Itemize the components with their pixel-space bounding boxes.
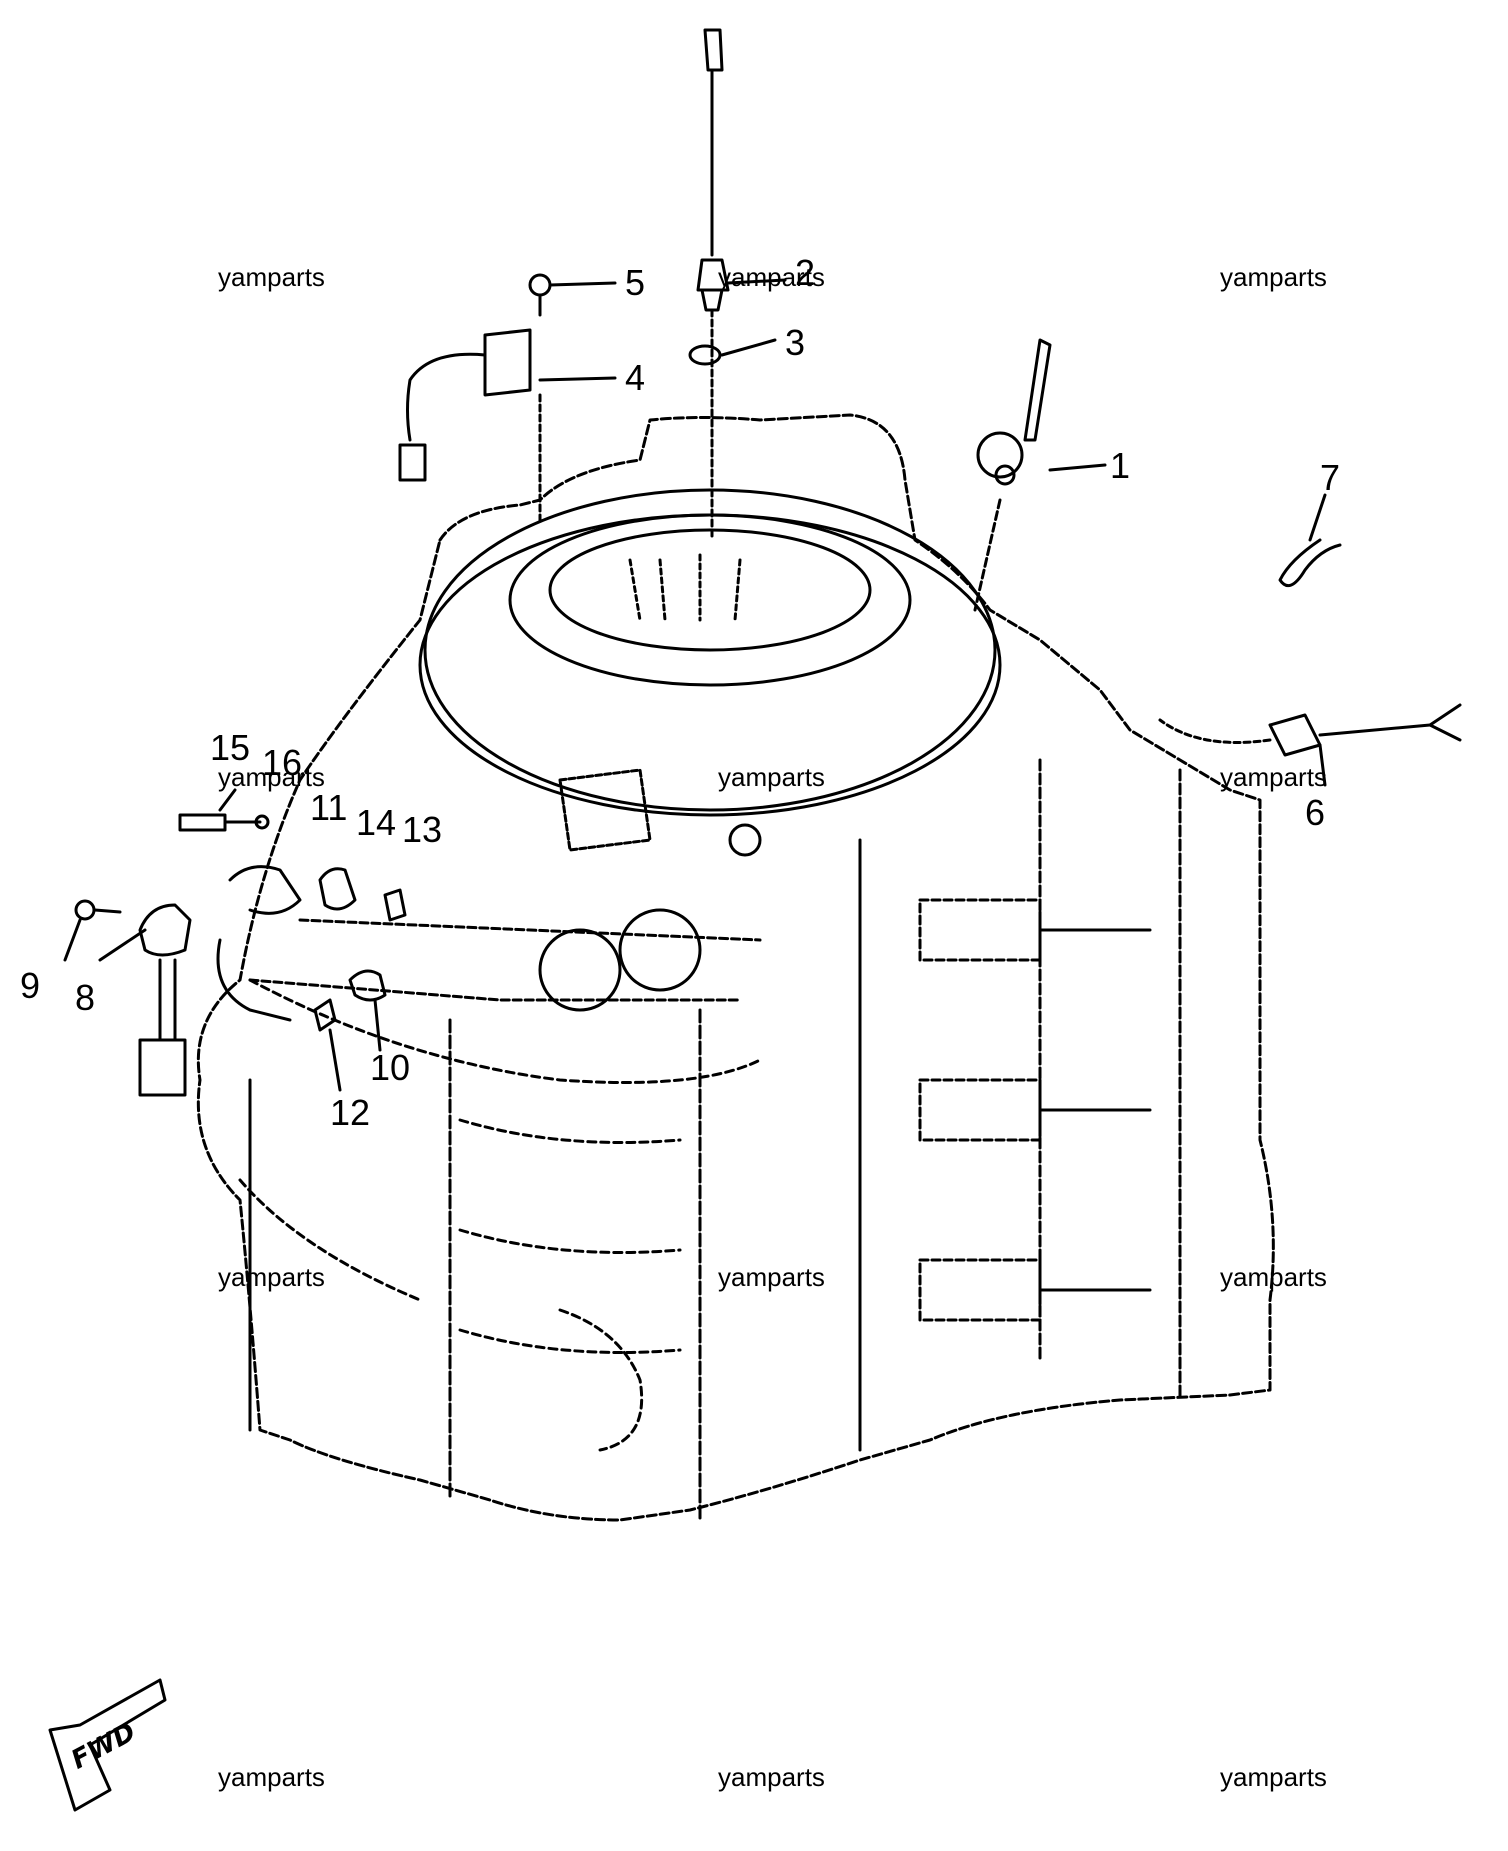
- callout-8: 8: [75, 977, 95, 1018]
- watermark: yamparts: [1220, 762, 1327, 792]
- part-5-screw: [528, 273, 552, 317]
- callout-16: 16: [262, 742, 302, 783]
- callout-13: 13: [402, 809, 442, 850]
- callout-11: 11: [310, 787, 347, 828]
- watermark: yamparts: [718, 262, 825, 292]
- flywheel-cover: [418, 488, 1002, 817]
- watermark: yamparts: [1220, 1262, 1327, 1292]
- callout-14: 14: [356, 802, 396, 843]
- watermark: yamparts: [718, 762, 825, 792]
- callout-3: 3: [785, 322, 805, 363]
- part-12-pin: [313, 998, 337, 1032]
- part-3-washer: [688, 344, 722, 366]
- callout-5: 5: [625, 262, 645, 303]
- part-10-clamp: [348, 969, 387, 1002]
- callout-4: 4: [625, 357, 645, 398]
- watermark: yamparts: [1220, 262, 1327, 292]
- watermark: yamparts: [218, 262, 325, 292]
- watermark: yamparts: [718, 1262, 825, 1292]
- engine-block: [196, 413, 1275, 1522]
- leader-lines: [63, 278, 1327, 1092]
- callout-7: 7: [1320, 457, 1340, 498]
- callout-9: 9: [20, 965, 40, 1006]
- part-1-sensor: [973, 338, 1052, 612]
- part-8-lead: [158, 958, 177, 1042]
- fwd-arrow: [48, 1678, 167, 1812]
- part-16-washer: [254, 814, 270, 830]
- carb-body: [538, 928, 622, 1012]
- callout-6: 6: [1305, 792, 1325, 833]
- watermark: yamparts: [1220, 1762, 1327, 1792]
- linkage-rod: [216, 938, 292, 1022]
- callout-numbers: 1 2 3 4 5 6 7 8 9 10 11 12 13 14 15 16 F…: [20, 252, 1340, 1776]
- part-7-clip: [1278, 538, 1342, 588]
- part-14-bushing: [318, 867, 357, 911]
- callout-15: 15: [210, 727, 250, 768]
- callout-12: 12: [330, 1092, 370, 1133]
- watermark: yamparts: [218, 1762, 325, 1792]
- watermark: yamparts: [218, 1262, 325, 1292]
- part-13-spring: [383, 888, 407, 922]
- callout-2: 2: [795, 252, 815, 293]
- callout-10: 10: [370, 1047, 410, 1088]
- part-6-sensor: [1158, 703, 1462, 757]
- part-4-switch: [398, 328, 542, 522]
- part-8-sensor: [138, 903, 192, 957]
- linkage-assembly: [74, 768, 762, 1097]
- watermark: yamparts: [718, 1762, 825, 1792]
- part-9-screw: [74, 899, 96, 921]
- watermark: yamparts: [218, 762, 325, 792]
- part-15-bolt: [178, 813, 227, 832]
- part-11-lever: [228, 865, 302, 915]
- part-2-sending-unit: [696, 28, 730, 542]
- callout-1: 1: [1110, 445, 1130, 486]
